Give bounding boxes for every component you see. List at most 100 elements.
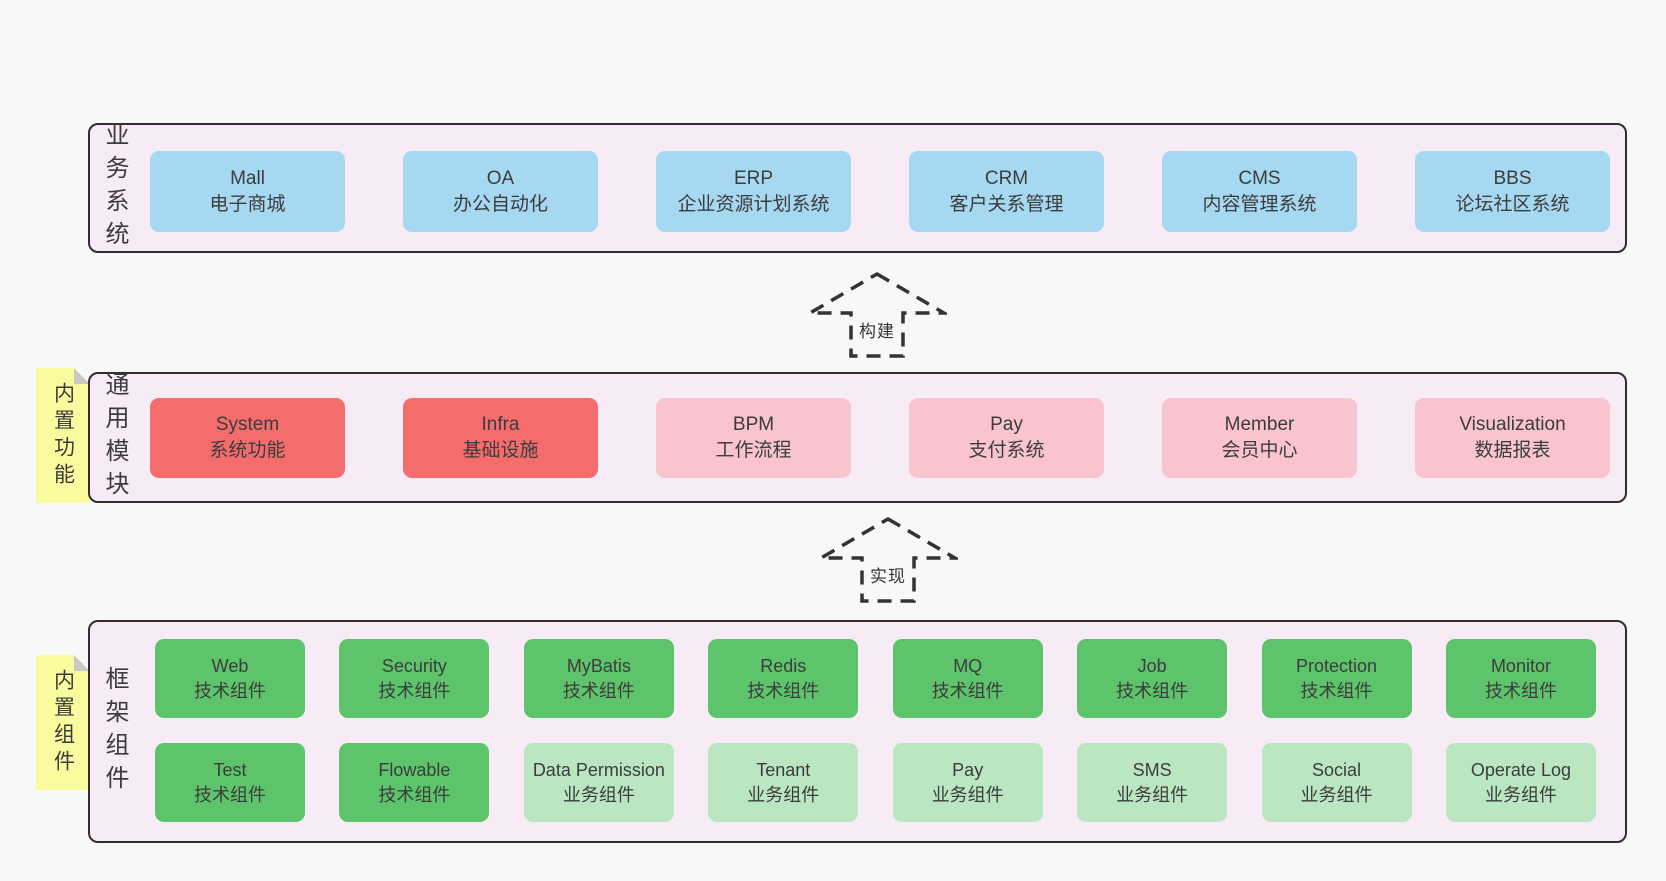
box-oa: OA 办公自动化 (403, 151, 598, 232)
box-name: Visualization (1459, 414, 1566, 435)
components-row-b: Test 技术组件 Flowable 技术组件 Data Permission … (155, 743, 1596, 822)
components-row-a: Web 技术组件 Security 技术组件 MyBatis 技术组件 Redi… (155, 639, 1596, 718)
box-subtitle: 技术组件 (1116, 680, 1189, 701)
box-name: Operate Log (1470, 759, 1571, 780)
box-operate-log: Operate Log 业务组件 (1445, 743, 1596, 822)
box-subtitle: 业务组件 (747, 784, 820, 805)
box-pay-component: Pay 业务组件 (892, 743, 1043, 822)
box-bpm: BPM 工作流程 (656, 398, 851, 478)
box-subtitle: 论坛社区系统 (1455, 193, 1570, 215)
box-social: Social 业务组件 (1261, 743, 1412, 822)
box-mybatis: MyBatis 技术组件 (523, 639, 674, 718)
box-erp: ERP 企业资源计划系统 (656, 151, 851, 232)
box-name: Web (211, 655, 249, 676)
box-name: Job (1137, 655, 1167, 676)
box-subtitle: 业务组件 (1484, 784, 1557, 805)
sticky-label: 内置组件 (51, 668, 75, 777)
box-name: BPM (732, 414, 775, 435)
box-name: MyBatis (566, 655, 631, 676)
box-protection: Protection 技术组件 (1261, 639, 1412, 718)
box-subtitle: 业务组件 (931, 784, 1004, 805)
box-name: Infra (481, 414, 520, 435)
box-name: Test (213, 759, 247, 780)
box-subtitle: 业务组件 (1116, 784, 1189, 805)
box-monitor: Monitor 技术组件 (1445, 639, 1596, 718)
up-arrow-icon (807, 271, 947, 358)
box-visualization: Visualization 数据报表 (1415, 398, 1610, 478)
box-subtitle: 电子商城 (209, 193, 286, 215)
box-name: Flowable (378, 759, 451, 780)
box-subtitle: 技术组件 (1300, 680, 1373, 701)
box-subtitle: 技术组件 (1484, 680, 1557, 701)
box-pay: Pay 支付系统 (909, 398, 1104, 478)
box-system: System 系统功能 (150, 398, 345, 478)
box-data-permission: Data Permission 业务组件 (523, 743, 674, 822)
box-name: Data Permission (532, 759, 665, 780)
box-subtitle: 技术组件 (194, 784, 266, 805)
box-subtitle: 企业资源计划系统 (677, 193, 830, 215)
box-subtitle: 技术组件 (931, 680, 1004, 701)
box-test: Test 技术组件 (155, 743, 305, 822)
box-name: Protection (1296, 655, 1378, 676)
box-name: Member (1224, 414, 1295, 435)
builtin-features-sticky: 内置功能 (36, 368, 90, 503)
implement-arrow: 实现 (818, 516, 958, 604)
box-bbs: BBS 论坛社区系统 (1415, 151, 1610, 232)
framework-components-label: 框架组件 (101, 665, 128, 798)
box-subtitle: 内容管理系统 (1202, 193, 1317, 215)
box-mall: Mall 电子商城 (150, 151, 345, 232)
box-name: BBS (1493, 167, 1532, 189)
box-name: CMS (1238, 167, 1281, 189)
box-name: OA (486, 167, 515, 189)
box-name: Mall (230, 167, 265, 189)
box-name: Pay (952, 759, 984, 780)
box-subtitle: 业务组件 (1300, 784, 1373, 805)
business-systems-band: 业务系统 Mall 电子商城 OA 办公自动化 ERP 企业资源计划系统 CRM… (88, 122, 1627, 254)
box-name: Security (381, 655, 447, 676)
box-subtitle: 工作流程 (715, 440, 792, 461)
box-subtitle: 基础设施 (462, 440, 539, 461)
box-subtitle: 支付系统 (968, 440, 1045, 461)
build-arrow-label: 构建 (859, 322, 895, 341)
box-security: Security 技术组件 (339, 639, 490, 718)
box-subtitle: 技术组件 (562, 680, 635, 701)
box-job: Job 技术组件 (1077, 639, 1228, 718)
box-name: ERP (733, 167, 774, 189)
business-box-row: Mall 电子商城 OA 办公自动化 ERP 企业资源计划系统 CRM 客户关系… (150, 151, 1610, 232)
box-cms: CMS 内容管理系统 (1162, 151, 1357, 232)
box-mq: MQ 技术组件 (892, 639, 1043, 718)
box-subtitle: 业务组件 (562, 784, 635, 805)
box-subtitle: 数据报表 (1474, 440, 1551, 461)
box-subtitle: 技术组件 (747, 680, 820, 701)
box-subtitle: 系统功能 (209, 440, 286, 461)
build-arrow: 构建 (807, 271, 947, 359)
box-subtitle: 会员中心 (1221, 440, 1298, 461)
box-member: Member 会员中心 (1162, 398, 1357, 478)
box-name: MQ (953, 655, 983, 676)
box-redis: Redis 技术组件 (708, 639, 859, 718)
box-subtitle: 客户关系管理 (949, 193, 1064, 215)
box-name: SMS (1132, 759, 1172, 780)
sticky-label: 内置功能 (51, 381, 75, 490)
box-name: System (215, 414, 280, 435)
modules-box-row: System 系统功能 Infra 基础设施 BPM 工作流程 Pay 支付系统… (150, 398, 1610, 478)
business-systems-label: 业务系统 (101, 122, 128, 254)
common-modules-band: 通用模块 System 系统功能 Infra 基础设施 BPM 工作流程 Pay… (88, 371, 1627, 504)
box-name: Pay (990, 414, 1023, 435)
box-subtitle: 技术组件 (378, 784, 451, 805)
up-arrow-icon (818, 516, 958, 603)
box-subtitle: 办公自动化 (452, 193, 548, 215)
common-modules-label: 通用模块 (101, 371, 128, 504)
box-name: Redis (760, 655, 807, 676)
box-infra: Infra 基础设施 (403, 398, 598, 478)
box-web: Web 技术组件 (155, 639, 305, 718)
box-subtitle: 技术组件 (194, 680, 266, 701)
box-name: CRM (984, 167, 1029, 189)
builtin-components-sticky: 内置组件 (36, 655, 90, 790)
box-subtitle: 技术组件 (378, 680, 451, 701)
box-name: Social (1312, 759, 1362, 780)
framework-components-band: 框架组件 Web 技术组件 Security 技术组件 MyBatis 技术组件… (88, 620, 1627, 843)
box-flowable: Flowable 技术组件 (339, 743, 490, 822)
box-name: Tenant (756, 759, 811, 780)
